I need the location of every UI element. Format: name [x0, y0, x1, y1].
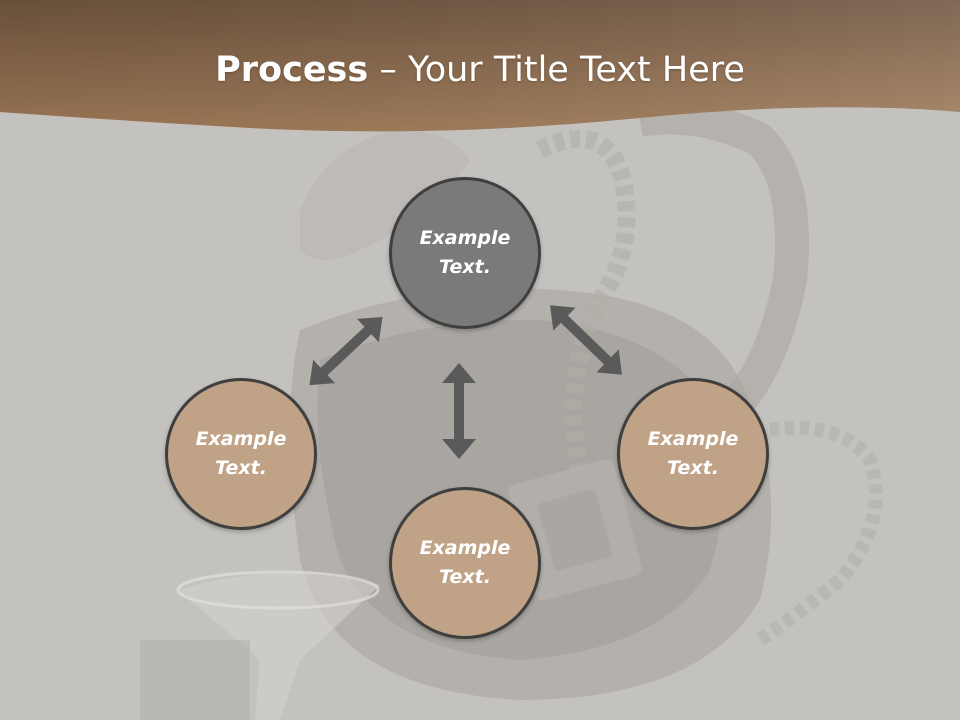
process-node-left[interactable]: Example Text. [165, 378, 317, 530]
title-bold: Process [215, 50, 369, 90]
process-node-top[interactable]: Example Text. [389, 177, 541, 329]
process-node-bottom[interactable]: Example Text. [389, 487, 541, 639]
title-separator: – [368, 50, 408, 90]
process-node-right[interactable]: Example Text. [617, 378, 769, 530]
slide-title: Process – Your Title Text Here [0, 50, 960, 90]
header-band [0, 0, 960, 132]
title-rest: Your Title Text Here [407, 50, 745, 90]
